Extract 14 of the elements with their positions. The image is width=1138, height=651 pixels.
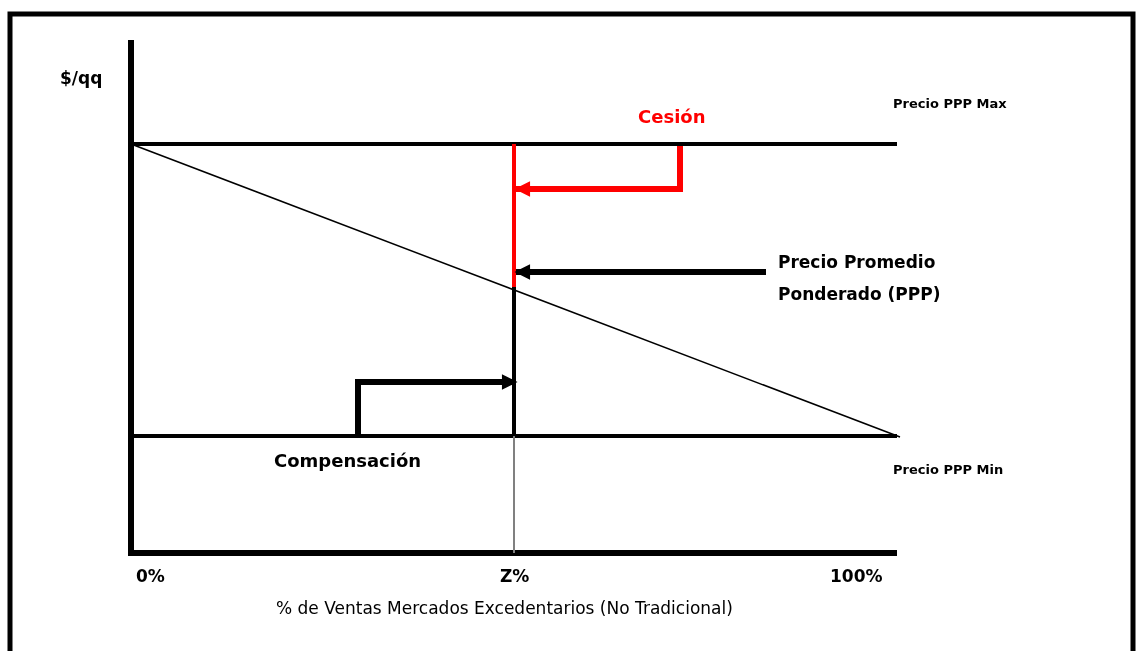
arrow [355, 374, 518, 434]
edge-label: Cesión [638, 106, 706, 127]
tick-label: 100% [830, 566, 883, 586]
arrow [514, 146, 683, 197]
line-label: Precio PPP Min [893, 462, 1004, 477]
edge-label: Compensación [274, 450, 422, 471]
axis-title: % de Ventas Mercados Excedentarios (No Tradicional) [276, 598, 733, 618]
callout-text: Precio Promedio Ponderado (PPP) [778, 246, 1028, 310]
z-line [512, 144, 516, 554]
tick-label: 0% [136, 566, 165, 586]
arrow [514, 264, 766, 280]
axis-unit: $/qq [60, 68, 103, 88]
line-label: Precio PPP Max [893, 96, 1007, 111]
tick-label: Z% [500, 566, 530, 586]
